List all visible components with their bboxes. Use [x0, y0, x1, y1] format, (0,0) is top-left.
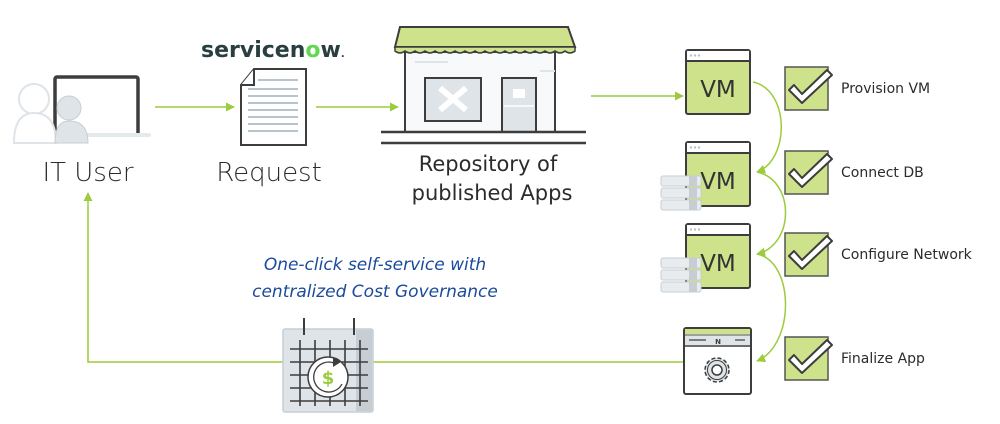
app-window-gear-icon: N — [683, 327, 752, 395]
vm-window: VM — [660, 223, 751, 293]
vm-window: VM — [660, 141, 751, 211]
repository-label-line1: Repository of — [419, 152, 558, 176]
vm-window-frame — [685, 49, 751, 115]
step-list: Provision VM Connect DB Configure NetworkF… — [784, 66, 973, 381]
step-item: Configure Network — [784, 232, 973, 277]
database-icon — [660, 257, 702, 293]
check-icon — [788, 339, 833, 374]
repository-label-line2: published Apps — [412, 181, 573, 205]
database-icon — [660, 175, 702, 211]
step-item: Finalize App — [784, 336, 925, 381]
step-label: Finalize App — [841, 351, 925, 367]
vm-label: VM — [700, 169, 736, 195]
servicenow-logo: servicenow. — [201, 38, 345, 63]
svg-text:servicenow.: servicenow. — [201, 38, 345, 63]
calendar-cost-icon: $ — [282, 318, 374, 413]
app-header-letter: N — [715, 338, 721, 346]
request-label: Request — [216, 158, 322, 188]
vm-label: VM — [700, 77, 736, 103]
storefront-icon — [381, 26, 586, 145]
curve-vm2-to-vm3 — [756, 171, 787, 257]
step-label: Connect DB — [841, 165, 924, 181]
curve-vm3-to-app — [756, 253, 787, 362]
step-item: Provision VM — [784, 66, 930, 111]
logo-text-o: o — [305, 38, 320, 63]
vm-window-frame — [685, 223, 751, 289]
logo-trademark: . — [341, 49, 345, 60]
dollar-symbol: $ — [322, 368, 335, 389]
step-item: Connect DB — [784, 150, 924, 195]
vm-stack: VM VM VM — [660, 49, 751, 293]
gear-icon — [704, 357, 730, 383]
logo-text-end: w — [321, 38, 341, 63]
caption-line2: centralized Cost Governance — [252, 282, 498, 302]
caption-line1: One-click self-service with — [264, 255, 486, 275]
vm-label: VM — [700, 251, 736, 277]
document-icon — [240, 68, 307, 146]
vm-window-frame — [685, 141, 751, 207]
it-user-label: IT User — [42, 158, 133, 188]
users-laptop-icon — [12, 75, 151, 144]
check-icon — [788, 69, 833, 104]
step-label: Configure Network — [841, 247, 973, 263]
check-icon — [788, 235, 833, 270]
connectors — [83, 81, 787, 363]
return-path-to-user — [83, 192, 683, 363]
curve-vm1-to-vm2 — [752, 81, 782, 174]
vm-window: VM — [685, 49, 751, 115]
logo-text-main: servicen — [201, 38, 305, 63]
step-label: Provision VM — [841, 81, 930, 97]
check-icon — [788, 153, 833, 188]
